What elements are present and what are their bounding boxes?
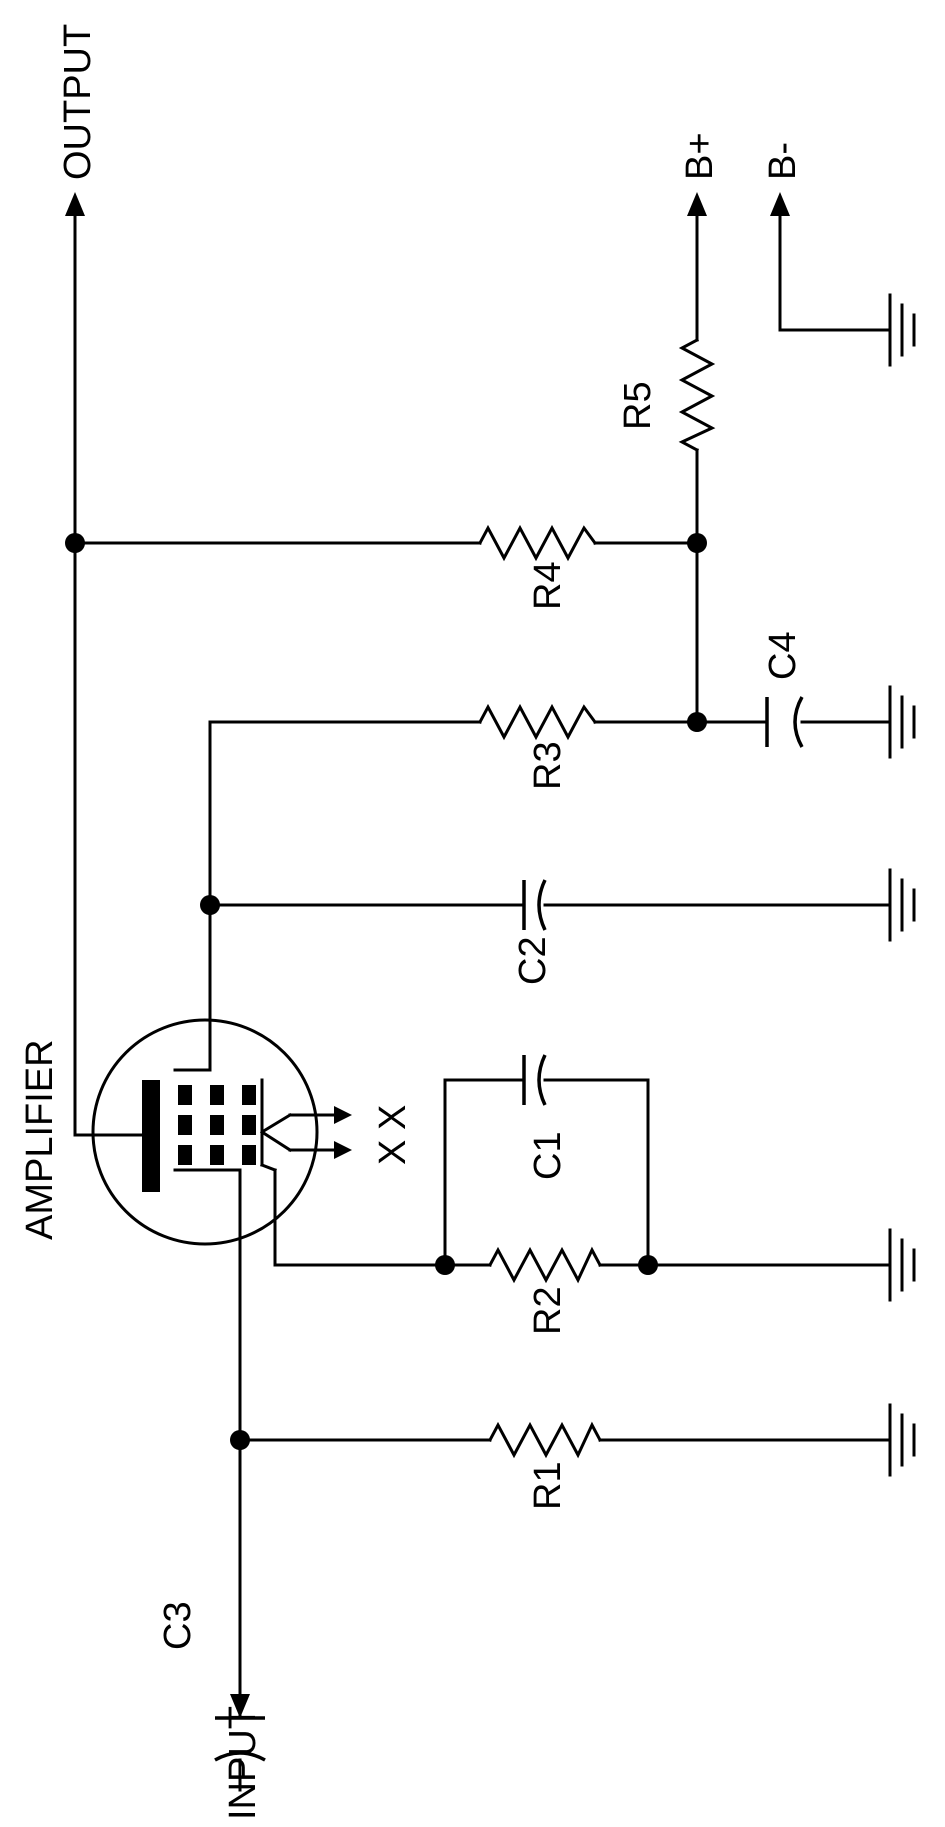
r3-label: R3 xyxy=(527,741,569,790)
c4-label: C4 xyxy=(762,631,804,680)
x-label-top: X xyxy=(372,1105,414,1130)
ground-c2 xyxy=(888,868,916,942)
b-minus-arrow xyxy=(770,192,790,216)
capacitor-c1 xyxy=(522,1054,547,1106)
resistor-r5 xyxy=(678,337,716,453)
r2-label: R2 xyxy=(527,1286,569,1335)
resistor-r4 xyxy=(477,524,598,562)
ground-symbols xyxy=(888,293,916,1477)
ground-b-minus xyxy=(888,293,916,367)
ground-r1 xyxy=(888,1403,916,1477)
capacitor-c4 xyxy=(765,696,804,748)
wires xyxy=(73,203,892,1792)
amplifier-label: AMPLIFIER xyxy=(19,1039,61,1240)
capacitor-c2 xyxy=(522,879,547,931)
resistor-r3 xyxy=(477,703,598,741)
tube-plate xyxy=(142,1080,160,1192)
c3-label: C3 xyxy=(157,1601,199,1650)
resistor-r1 xyxy=(487,1421,603,1459)
input-arrow xyxy=(230,1694,250,1718)
junction-dots xyxy=(65,533,707,1450)
c1-label: C1 xyxy=(527,1131,569,1180)
ground-r2 xyxy=(888,1228,916,1302)
tube-grids xyxy=(178,1085,256,1165)
b-plus-label: B+ xyxy=(679,132,721,180)
output-label: OUTPUT xyxy=(57,24,99,180)
c2-label: C2 xyxy=(512,936,554,985)
input-label: INPUT xyxy=(222,1706,264,1820)
output-arrow xyxy=(65,192,85,216)
b-minus-label: B- xyxy=(762,142,804,180)
labels: OUTPUT B+ B- R5 R4 C4 R3 C2 AMPLIFIER X … xyxy=(19,24,804,1820)
b-plus-arrow xyxy=(687,192,707,216)
arrows xyxy=(65,192,790,1718)
x-label-bottom: X xyxy=(372,1140,414,1165)
r1-label: R1 xyxy=(527,1461,569,1510)
vacuum-tube xyxy=(91,1018,352,1246)
r4-label: R4 xyxy=(527,561,569,610)
resistor-r2 xyxy=(487,1246,603,1284)
r5-label: R5 xyxy=(617,381,659,430)
capacitor-c3 xyxy=(214,1716,266,1762)
ground-c4 xyxy=(888,685,916,759)
